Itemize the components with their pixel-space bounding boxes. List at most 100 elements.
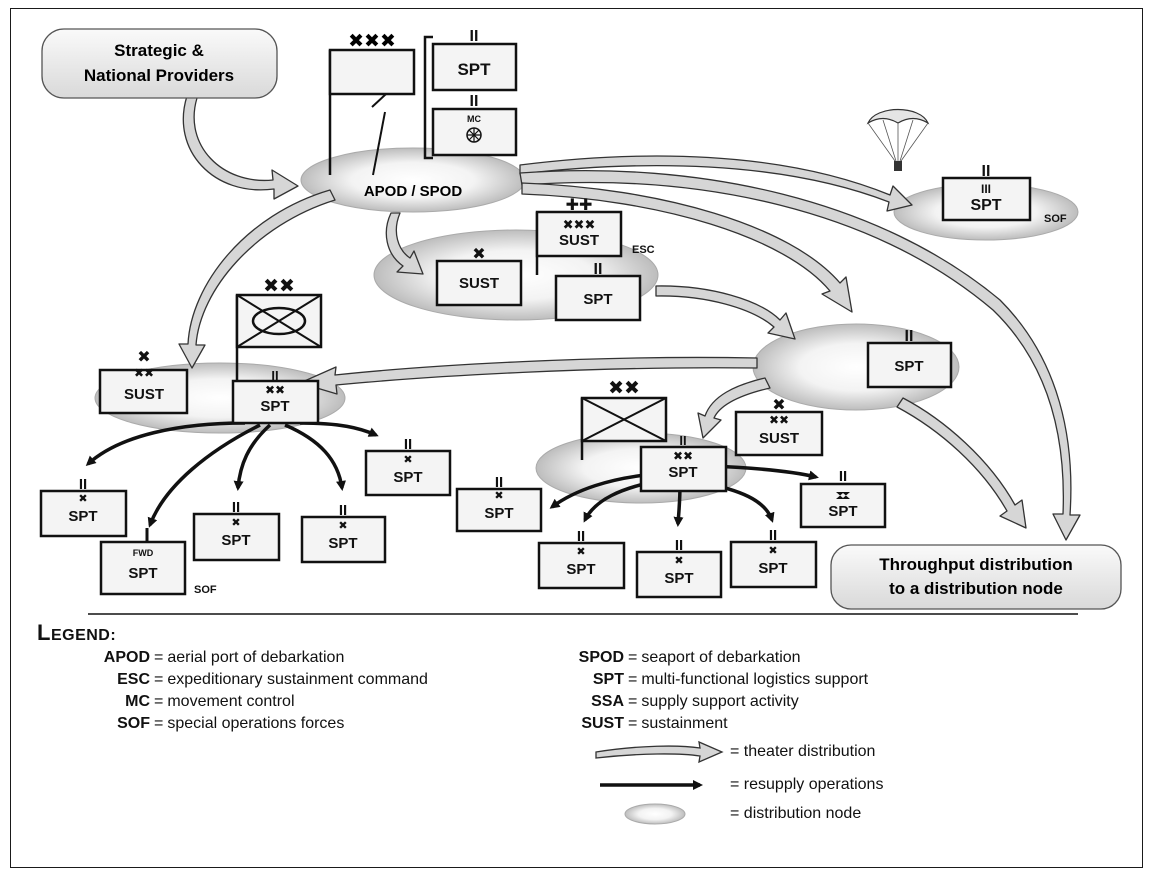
throughput-line-1: Throughput distribution: [879, 555, 1073, 574]
echelon-brigade: ✖: [768, 545, 777, 557]
echelon-brigade: ✖: [231, 517, 240, 529]
unit-symbols: II SPT II MC II III SPT SOF: [39, 28, 1067, 599]
bowtie-icon: [836, 492, 850, 499]
fwd-label: FWD: [133, 548, 154, 558]
legend-resupply-operations: = resupply operations: [730, 776, 884, 793]
unit-label: SPT: [566, 561, 595, 578]
echelon-battalion: II: [271, 368, 278, 383]
legend-symbols: [595, 740, 724, 825]
echelon-battalion: II: [905, 328, 914, 345]
solid-arrow: [299, 421, 379, 437]
echelon-division: ✖✖: [769, 413, 789, 427]
unit-label: SUST: [559, 232, 599, 249]
hub-label: APOD / SPOD: [364, 183, 463, 200]
unit-spt-left-4: II ✖ SPT: [364, 436, 452, 497]
legend-left-1: APOD=aerial port of debarkation: [103, 649, 345, 666]
hollow-arrow-icon: [595, 740, 724, 764]
strategic-providers-box: Strategic & National Providers: [41, 28, 278, 99]
echelon-brigade: ✖: [674, 555, 683, 567]
hollow-arrow: [521, 182, 853, 313]
unit-sust-esc: ✚✚ ✖✖✖ SUST ESC: [535, 197, 655, 275]
hollow-arrow: [182, 95, 299, 200]
hollow-arrow: [896, 397, 1027, 529]
unit-label: SPT: [664, 570, 693, 587]
unit-label: SPT: [393, 469, 422, 486]
unit-label: SPT: [68, 508, 97, 525]
legend-theater-distribution: = theater distribution: [730, 743, 876, 760]
hollow-arrow: [519, 155, 913, 212]
theater-distribution-arrows: [178, 95, 1081, 541]
unit-label: SPT: [221, 532, 250, 549]
echelon-brigade: ✖: [576, 546, 585, 558]
unit-spt-left-3: II ✖ SPT: [300, 502, 387, 564]
hollow-arrow: [655, 285, 796, 340]
echelon-brigade: ✖: [137, 349, 150, 366]
legend-right-3: SSA=supply support activity: [591, 693, 799, 710]
solid-arrow: [147, 423, 261, 528]
army-hq-symbol: ✖✖✖: [328, 31, 416, 176]
unit-label: SUST: [759, 430, 799, 447]
unit-spt-right-4: II ✖ SPT: [729, 527, 818, 589]
hollow-arrow: [385, 212, 424, 275]
echelon-division: ✖✖: [673, 449, 693, 463]
unit-spt-theater: II SPT: [866, 328, 953, 389]
legend-right-4: SUST=sustainment: [581, 715, 728, 732]
legend-title: LEGEND:: [37, 620, 117, 645]
unit-label: SUST: [459, 275, 499, 292]
sof-tag: SOF: [194, 584, 217, 596]
unit-label: SPT: [328, 535, 357, 552]
unit-spt-right-3: II ✖ SPT: [635, 537, 723, 599]
division-hq-left: ✖✖: [235, 276, 323, 380]
throughput-box: Throughput distribution to a distributio…: [830, 544, 1122, 610]
echelon-battalion: II: [470, 93, 479, 110]
echelon-division: ✖✖: [263, 276, 295, 297]
unit-spt-right-division: II ✖✖ SPT: [639, 433, 728, 493]
echelon-battalion: II: [679, 433, 686, 448]
strategic-line-1: Strategic &: [114, 41, 204, 60]
echelon-brigade: ✖: [78, 493, 87, 505]
unit-label: SPT: [457, 60, 491, 79]
throughput-line-2: to a distribution node: [889, 579, 1063, 598]
solid-arrow: [233, 423, 272, 491]
echelon-brigade: ✖: [403, 454, 412, 466]
unit-spt-right-2: II ✖ SPT: [537, 528, 626, 590]
hub-node: [300, 147, 526, 213]
legend-right-1: SPOD=seaport of debarkation: [578, 649, 801, 666]
echelon-brigade: ✖: [338, 520, 347, 532]
unit-label: SPT: [894, 358, 923, 375]
unit-spt-fwd: FWD SPT SOF: [99, 528, 217, 596]
legend-left-4: SOF=special operations forces: [117, 715, 345, 732]
unit-spt-esc: II SPT: [554, 261, 642, 322]
unit-mc: II MC: [431, 93, 518, 157]
echelon-battalion: II: [232, 499, 240, 516]
legend-right-2: SPT=multi-functional logistics support: [592, 671, 869, 688]
echelon-battalion: II: [404, 436, 412, 453]
echelon-battalion: II: [495, 474, 503, 491]
solid-arrow: [284, 423, 346, 491]
unit-label: SUST: [124, 386, 164, 403]
echelon-army: ✖✖✖: [563, 217, 596, 232]
unit-sust-brigade: ✖ SUST: [435, 246, 523, 307]
unit-spt-sof: II III SPT SOF: [941, 163, 1067, 225]
hollow-arrow: [299, 356, 758, 395]
legend-left-2: ESC=expeditionary sustainment command: [117, 671, 428, 688]
echelon-battalion: II: [339, 502, 347, 519]
strategic-line-2: National Providers: [84, 66, 234, 85]
unit-spt-right-1: II ✖ SPT: [455, 474, 543, 533]
unit-spt-top: II SPT: [431, 28, 518, 92]
parachute-icon: [866, 108, 930, 171]
echelon-battalion: II: [470, 28, 479, 45]
bracket: [423, 35, 433, 160]
hollow-arrow: [178, 189, 336, 369]
unit-label: SPT: [828, 503, 857, 520]
echelon-army: ✖✖✖: [348, 31, 396, 52]
echelon-battalion: II: [79, 476, 87, 493]
hollow-arrow: [697, 377, 771, 439]
solid-arrow: [85, 421, 246, 467]
unit-spt-right-5: II SPT: [799, 468, 887, 529]
legend-distribution-node: = distribution node: [730, 805, 862, 822]
hollow-arrow: [519, 169, 1081, 541]
unit-label: SPT: [484, 505, 513, 522]
unit-spt-left-2: II ✖ SPT: [192, 499, 281, 562]
